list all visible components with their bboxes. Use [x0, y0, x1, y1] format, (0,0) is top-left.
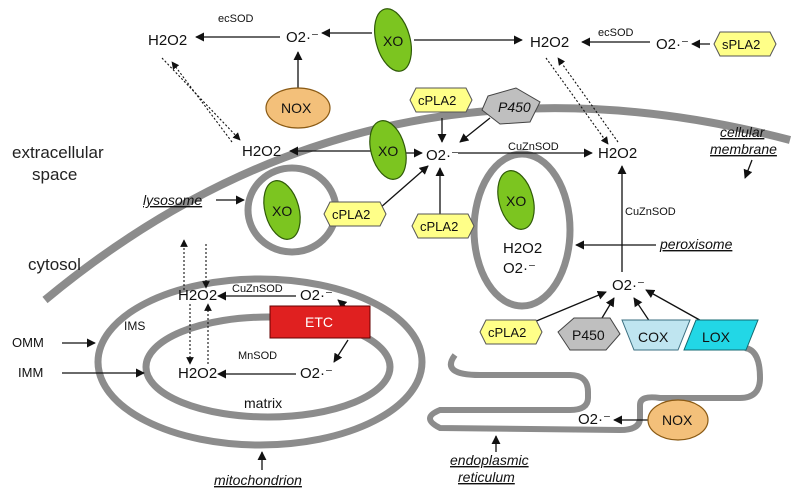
h2o2-extracellular-right: H2O2: [530, 34, 569, 51]
ims-label: IMS: [124, 319, 145, 333]
svg-text:cPLA2: cPLA2: [418, 93, 456, 108]
svg-text:H2O2: H2O2: [178, 287, 217, 304]
cytosol-label: cytosol: [28, 255, 81, 274]
svg-text:cPLA2: cPLA2: [488, 325, 526, 340]
superoxide-ims: O2·⁻: [300, 287, 333, 304]
cell-membrane: [42, 104, 792, 304]
svg-text:H2O2: H2O2: [503, 240, 542, 257]
svg-text:P450: P450: [498, 99, 531, 115]
h2o2-peroxisome: H2O2: [503, 240, 542, 257]
h2o2-matrix: H2O2: [178, 365, 217, 382]
lox-enzyme: LOX: [683, 319, 759, 351]
xo-enzyme-peroxisome: XO: [497, 170, 535, 230]
mitochondrion-inner-membrane: [142, 313, 394, 421]
svg-text:COX: COX: [638, 329, 669, 345]
svg-text:LOX: LOX: [702, 329, 731, 345]
omm-label: OMM: [12, 335, 44, 350]
h2o2-extracellular-left: H2O2: [148, 32, 187, 49]
superoxide-matrix: O2·⁻: [300, 365, 333, 382]
nox-enzyme-membrane: NOX: [265, 87, 331, 129]
er-membrane: [427, 345, 764, 434]
cpla2-enzyme-lysosome: cPLA2: [323, 201, 387, 227]
matrix-label: matrix: [244, 395, 282, 411]
spla2-enzyme: sPLA2: [713, 31, 777, 57]
cox-enzyme: COX: [621, 319, 691, 351]
superoxide-peroxisome: O2·⁻: [503, 260, 536, 277]
lysosome-label: lysosome: [143, 192, 202, 208]
p450-enzyme-membrane: P450: [481, 87, 541, 125]
svg-text:P450: P450: [572, 327, 605, 343]
h2o2-ims: H2O2: [178, 287, 217, 304]
cuznsod-mito-label: CuZnSOD: [232, 283, 283, 295]
superoxide-top: O2·⁻: [286, 29, 319, 46]
cpla2-enzyme-membrane: cPLA2: [409, 87, 473, 113]
xo-enzyme-center: XO: [369, 120, 407, 180]
cellular-membrane-label-2: membrane: [710, 141, 777, 157]
svg-text:H2O2: H2O2: [598, 145, 637, 162]
etc-complex: ETC: [269, 305, 371, 339]
mitochondrion-label: mitochondrion: [214, 472, 302, 488]
svg-text:H2O2: H2O2: [242, 143, 281, 160]
svg-text:NOX: NOX: [662, 412, 693, 428]
peroxisome-membrane: [470, 150, 574, 310]
superoxide-er-nox: O2·⁻: [578, 411, 611, 428]
svg-text:XO: XO: [383, 33, 403, 49]
svg-text:XO: XO: [272, 203, 292, 219]
superoxide-spla2: O2·⁻: [656, 36, 689, 53]
svg-text:H2O2: H2O2: [178, 365, 217, 382]
xo-enzyme-lysosome: XO: [263, 180, 301, 240]
cpla2-enzyme-peroxisome: cPLA2: [411, 213, 475, 239]
imm-label: IMM: [18, 365, 43, 380]
svg-text:ETC: ETC: [305, 314, 333, 330]
er-label: endoplasmic: [450, 452, 529, 468]
mitochondrion-outer-membrane: [94, 275, 426, 449]
extracellular-space-label: extracellular: [12, 143, 104, 162]
svg-text:cPLA2: cPLA2: [332, 207, 370, 222]
cellular-membrane-label: cellular: [720, 124, 766, 140]
svg-text:H2O2: H2O2: [148, 32, 187, 49]
superoxide-center: O2·⁻: [426, 147, 459, 164]
svg-text:cPLA2: cPLA2: [420, 219, 458, 234]
cuznsod-right-label: CuZnSOD: [625, 206, 676, 218]
extracellular-space-label-2: space: [32, 165, 77, 184]
p450-enzyme-er: P450: [557, 317, 621, 351]
cuznsod-top-label: CuZnSOD: [508, 141, 559, 153]
superoxide-er: O2·⁻: [612, 277, 645, 294]
svg-text:XO: XO: [506, 193, 526, 209]
svg-text:sPLA2: sPLA2: [722, 37, 760, 52]
svg-text:XO: XO: [378, 143, 398, 159]
mnsod-label: MnSOD: [238, 350, 277, 362]
peroxisome-label: peroxisome: [659, 236, 733, 252]
xo-enzyme-top: XO: [374, 8, 412, 72]
cpla2-enzyme-er: cPLA2: [479, 319, 543, 345]
ecsod-right-label: ecSOD: [598, 27, 634, 39]
er-label-2: reticulum: [458, 469, 515, 485]
ecsod-left-label: ecSOD: [218, 13, 254, 25]
svg-text:NOX: NOX: [281, 100, 312, 116]
svg-text:H2O2: H2O2: [530, 34, 569, 51]
nox-enzyme-er: NOX: [647, 399, 709, 441]
h2o2-cytosol-left: H2O2: [242, 143, 281, 160]
h2o2-cytosol-right: H2O2: [598, 145, 637, 162]
